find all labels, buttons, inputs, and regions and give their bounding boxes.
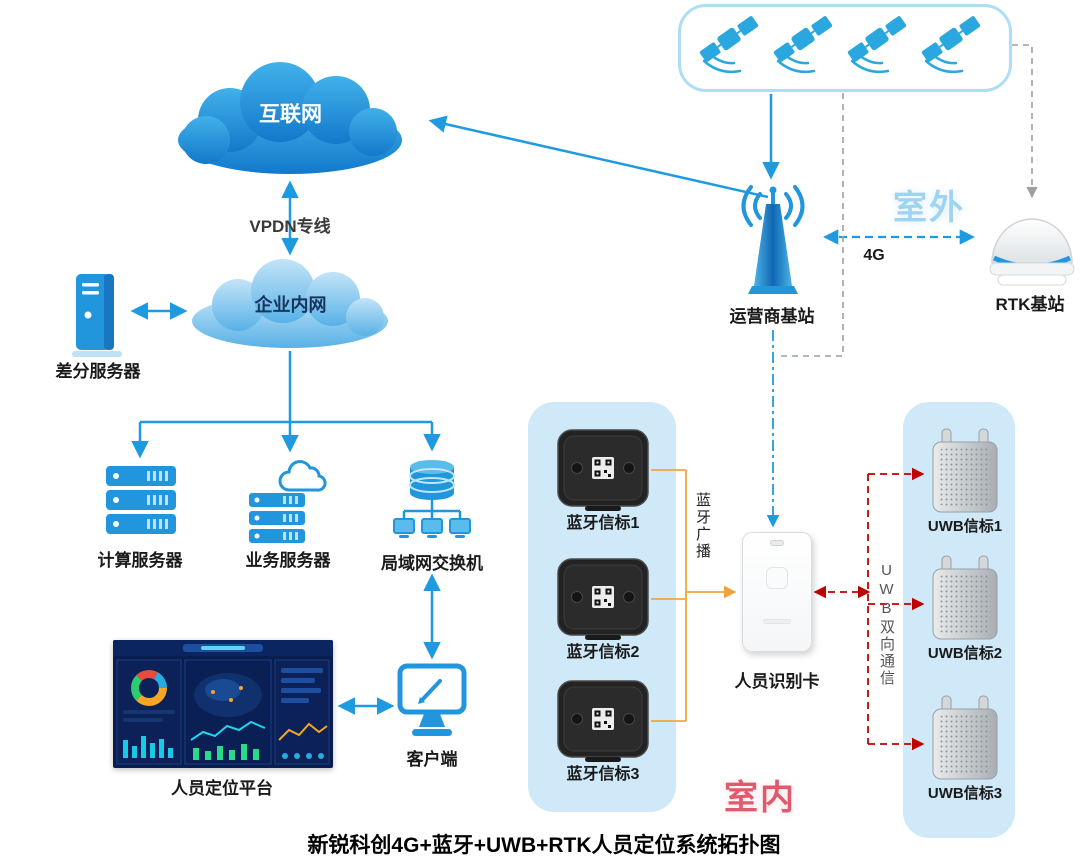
uwb-anchor-icon xyxy=(932,695,998,780)
diff-server-icon xyxy=(64,272,130,367)
monitor-icon xyxy=(397,663,467,736)
client-label: 客户端 xyxy=(406,750,458,769)
business-server-label: 业务服务器 xyxy=(245,551,331,570)
card-slot xyxy=(763,619,791,624)
bt-beacon-3-label: 蓝牙信标3 xyxy=(566,766,640,783)
lan-switch-icon xyxy=(392,455,472,555)
bluetooth-beacon-icon xyxy=(557,429,649,511)
bt-beacon-3-icon xyxy=(555,678,651,769)
cloud-server-icon xyxy=(249,460,327,543)
cloud-icon xyxy=(178,62,402,174)
antenna-tower-icon xyxy=(741,185,805,294)
platform-screenshot xyxy=(113,640,333,768)
uwb-anchor-icon xyxy=(932,428,998,513)
cloud-icon xyxy=(192,259,388,348)
operator-station-label: 运营商基站 xyxy=(729,307,815,326)
outdoor-zone-label: 室外 xyxy=(893,189,965,227)
lan-switch-label: 局域网交换机 xyxy=(381,554,483,573)
intranet-label: 企业内网 xyxy=(254,295,327,315)
bt-beacon-1-label: 蓝牙信标1 xyxy=(566,515,640,532)
bt-beacon-1-icon xyxy=(555,427,651,518)
indoor-zone-label: 室内 xyxy=(724,779,796,817)
vpdn-label: VPDN专线 xyxy=(249,217,331,236)
uwb-beacon-3-icon xyxy=(929,694,1001,789)
rtk-station-icon xyxy=(982,203,1082,300)
intranet-cloud: 企业内网 xyxy=(183,255,398,353)
client-icon xyxy=(397,663,467,750)
uwb-beacon-2-icon xyxy=(929,554,1001,649)
switch-icon xyxy=(393,460,471,538)
diagram-title: 新锐科创4G+蓝牙+UWB+RTK人员定位系统拓扑图 xyxy=(307,834,781,857)
compute-server-icon xyxy=(103,460,179,551)
dashboard-thumbnail xyxy=(113,640,333,768)
internet-cloud: 互联网 xyxy=(168,58,413,180)
internet-label: 互联网 xyxy=(259,103,322,126)
person-card-label: 人员识别卡 xyxy=(734,672,820,691)
4g-link-label: 4G xyxy=(863,247,885,264)
uwb-beacon-1-label: UWB信标1 xyxy=(927,518,1003,535)
bluetooth-beacon-icon xyxy=(557,680,649,762)
rtk-station-label: RTK基站 xyxy=(995,295,1065,314)
person-card-icon xyxy=(742,532,812,652)
tower-server-icon xyxy=(72,274,122,357)
diff-server-label: 差分服务器 xyxy=(55,362,141,381)
uwb-beacon-1-icon xyxy=(929,427,1001,522)
rack-server-icon xyxy=(106,466,176,534)
uwb-anchor-icon xyxy=(932,555,998,640)
card-logo-area xyxy=(766,567,788,589)
bt-broadcast-label: 蓝牙广播 xyxy=(694,492,711,560)
satellite-cluster-box xyxy=(678,4,1012,92)
business-server-icon xyxy=(243,455,338,554)
compute-server-label: 计算服务器 xyxy=(97,551,183,570)
satellite-icons xyxy=(696,12,984,74)
bt-beacon-2-label: 蓝牙信标2 xyxy=(566,644,640,661)
uwb-beacon-3-label: UWB信标3 xyxy=(927,785,1003,802)
uwb-comm-label: UWB双向通信 xyxy=(878,562,895,687)
bt-beacon-2-icon xyxy=(555,556,651,647)
platform-label: 人员定位平台 xyxy=(171,779,273,798)
lanyard-hole xyxy=(770,540,784,546)
operator-station-icon xyxy=(718,182,828,309)
uwb-beacon-2-label: UWB信标2 xyxy=(927,645,1003,662)
gnss-dome-icon xyxy=(989,218,1075,286)
bluetooth-beacon-icon xyxy=(557,558,649,640)
